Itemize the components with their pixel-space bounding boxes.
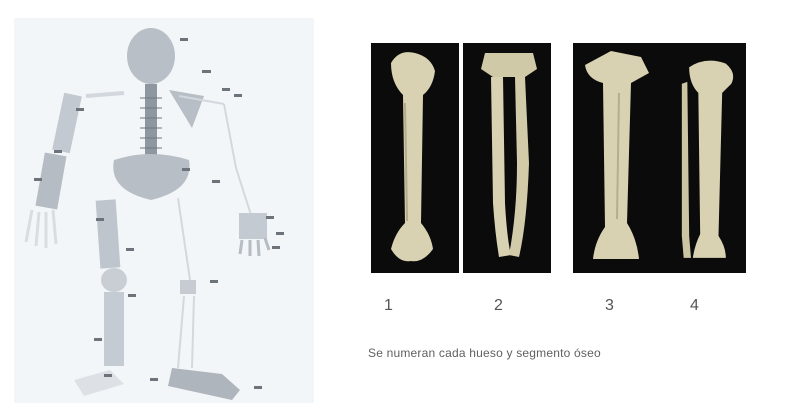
bone-image-4: [658, 43, 746, 273]
bone-image-3: [573, 43, 661, 273]
hand-right-shape: [239, 213, 267, 239]
femur-left-shape: [96, 199, 121, 268]
bone-number-4: 4: [690, 297, 699, 315]
bone-image-2: [463, 43, 551, 273]
bone-image-1: [371, 43, 459, 273]
bone-number-1: 1: [384, 297, 393, 315]
pelvis-shape: [113, 154, 189, 200]
humerus-left-shape: [52, 93, 82, 153]
bone-number-2: 2: [494, 297, 503, 315]
scapula-shape: [169, 90, 204, 128]
skeleton-diagram: [14, 18, 314, 403]
bone-number-3: 3: [605, 297, 614, 315]
figure-caption: Se numeran cada hueso y segmento óseo: [368, 346, 601, 360]
tibia-left-shape: [104, 292, 124, 366]
foot-right-shape: [168, 368, 240, 400]
skeleton-illustration: [14, 18, 314, 403]
skull-shape: [127, 28, 175, 84]
